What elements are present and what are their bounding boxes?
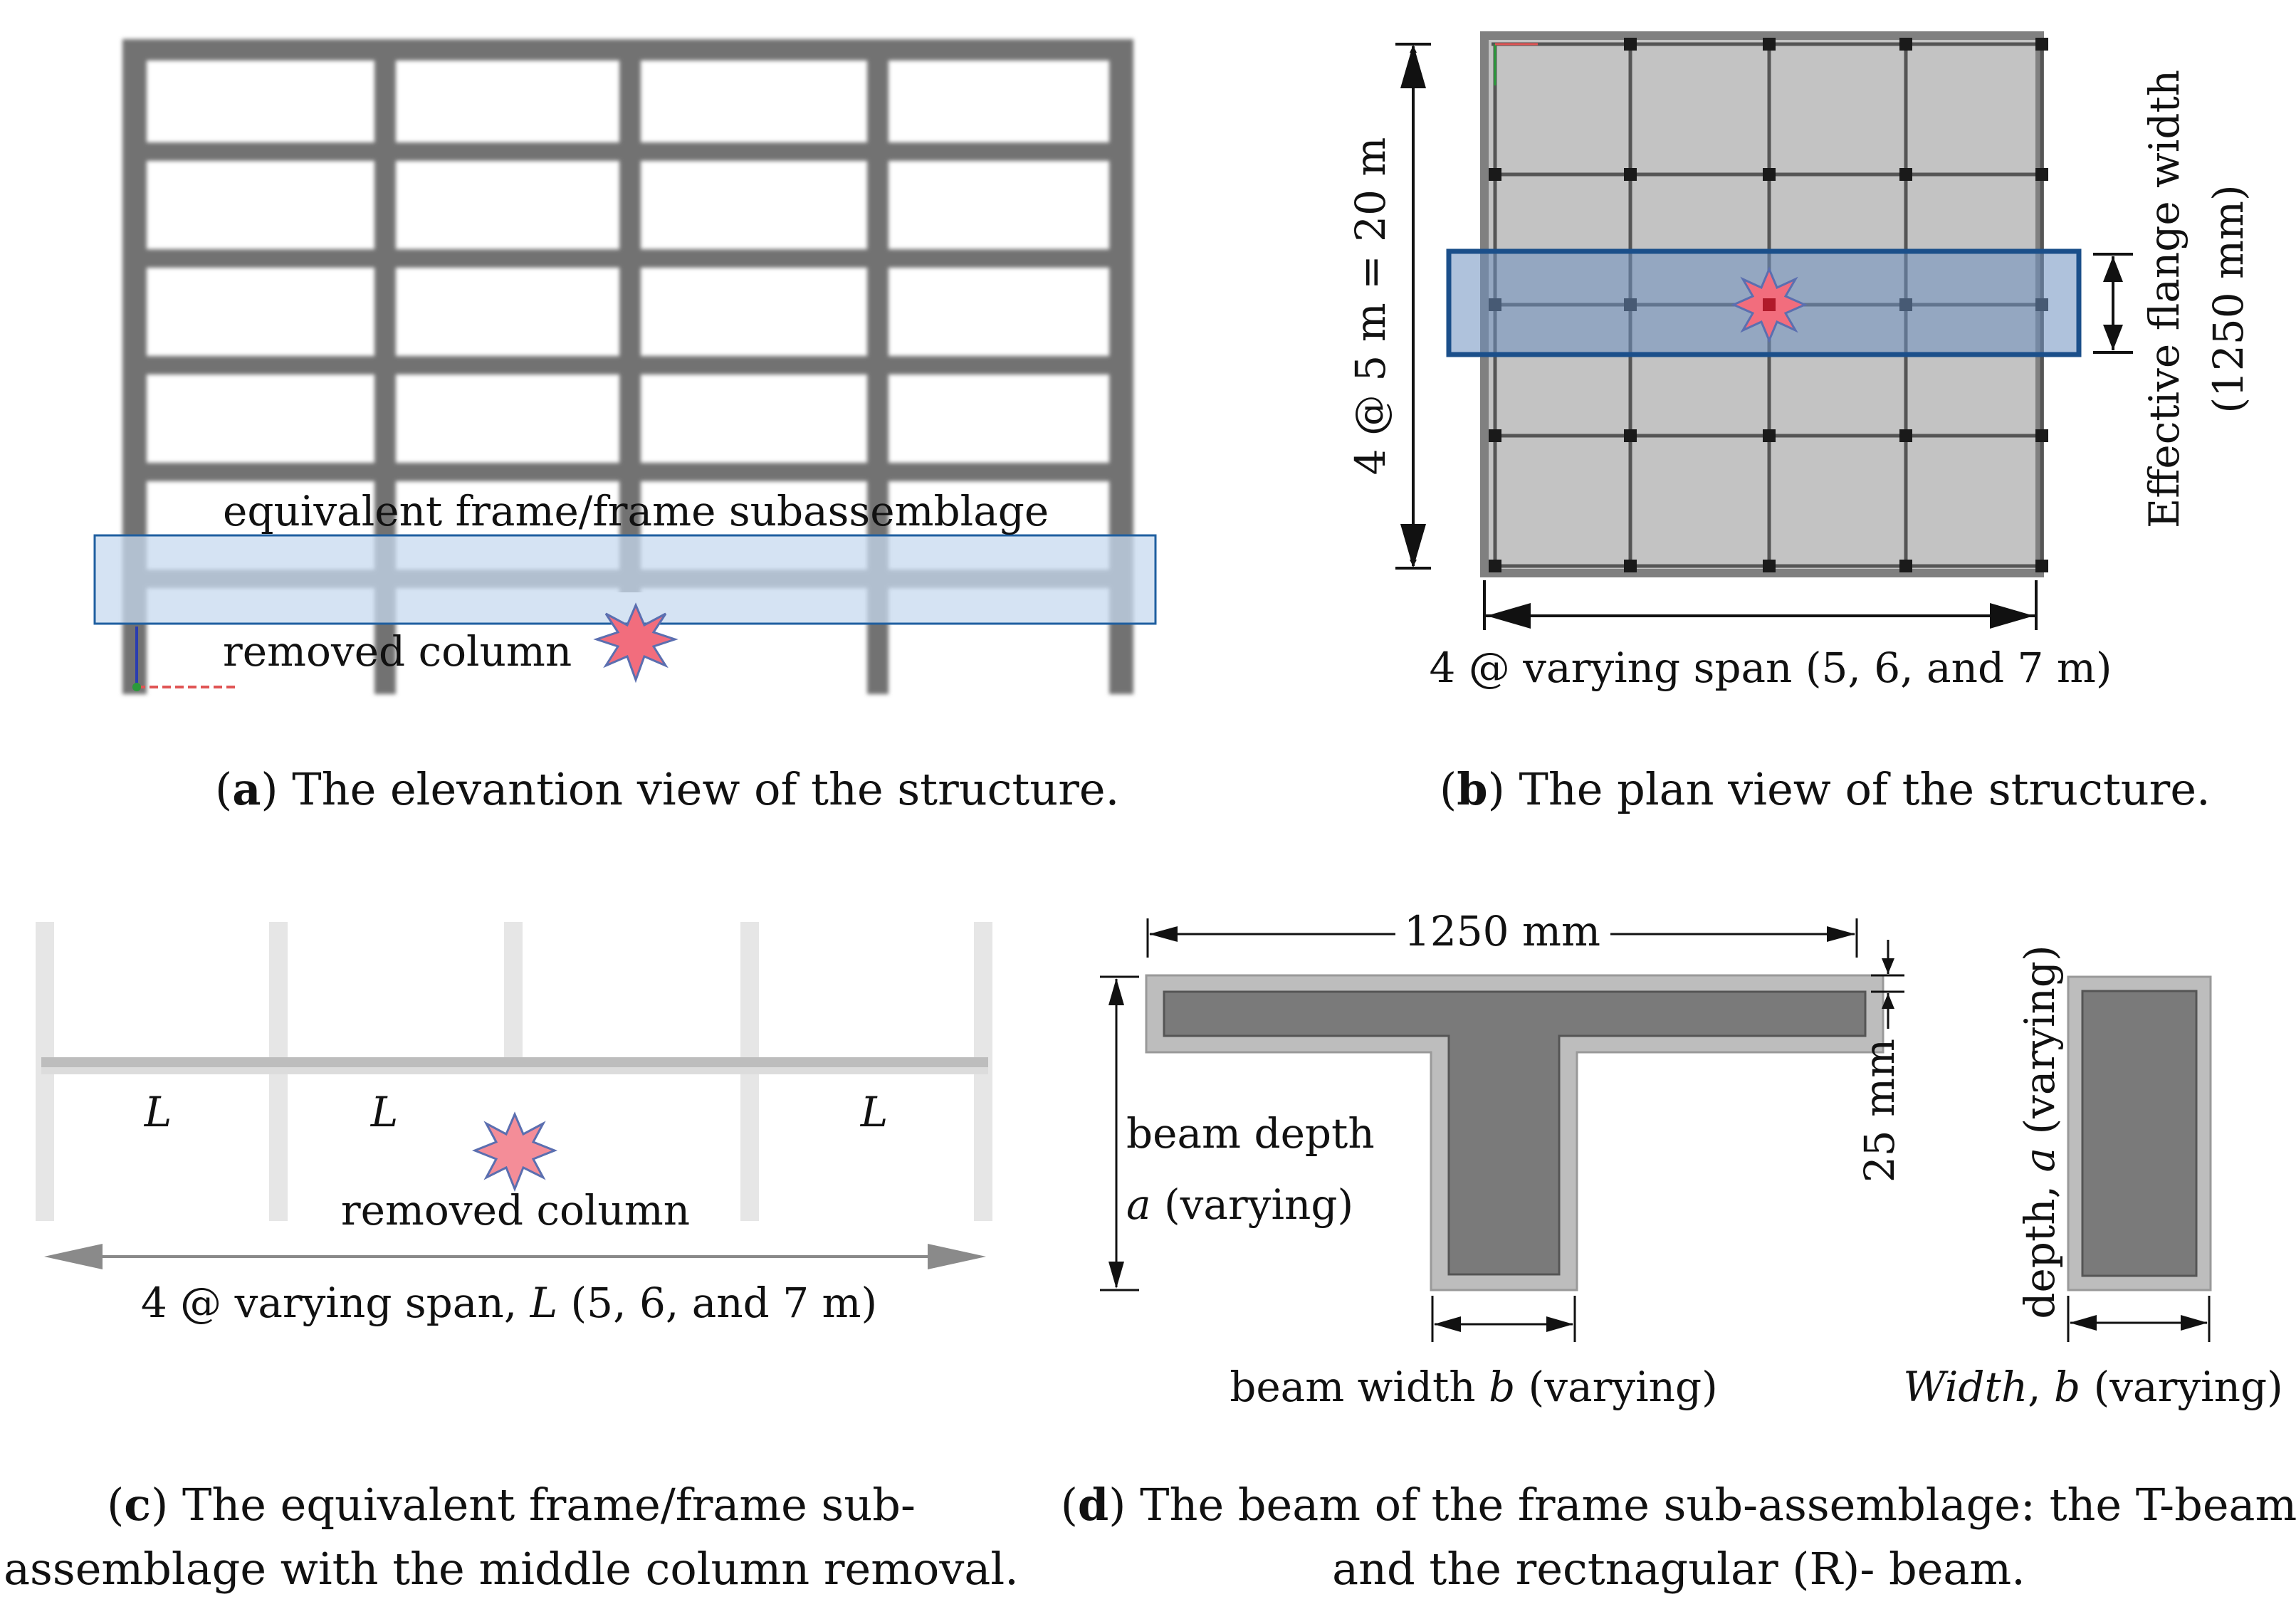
flange-width-label: Effective flange width (2140, 70, 2188, 528)
panel-b-plan: 4 @ 5 m = 20 m 4 @ varying span (5, 6, a… (1346, 31, 2253, 815)
subassemblage-beam (41, 1057, 988, 1067)
beam (122, 39, 1133, 61)
span-label: L (370, 1088, 399, 1136)
explosion-icon (593, 602, 678, 683)
vertical-dim-label: 4 @ 5 m = 20 m (1346, 137, 1395, 476)
r-depth-label: depth, a (varying) (2015, 945, 2064, 1319)
r-width-label: Width, b (varying) (1903, 1363, 2283, 1411)
removed-column-label: removed column (341, 1186, 690, 1235)
t-beam-inner (1163, 990, 1867, 1276)
caption-c-line1: (c) The equivalent frame/frame sub- (107, 1479, 916, 1531)
beam (122, 356, 1133, 374)
depth-label-line2: a (varying) (1126, 1180, 1353, 1229)
flange-width-value: (1250 mm) (2204, 184, 2253, 413)
caption-c-line2: assemblage with the middle column remova… (4, 1543, 1019, 1595)
explosion-icon (471, 1111, 558, 1193)
r-beam-inner (2081, 990, 2198, 1277)
beam (122, 142, 1133, 161)
depth-label-line1: beam depth (1126, 1109, 1375, 1158)
caption-a: (a) The elevantion view of the structure… (215, 763, 1119, 815)
horizontal-dim-label: 4 @ varying span (5, 6, and 7 m) (1430, 644, 2112, 692)
cover-dim-label: 25 mm (1855, 1039, 1904, 1183)
subassemblage-label: equivalent frame/frame subassemblage (223, 487, 1049, 535)
caption-d-line1: (d) The beam of the frame sub-assemblage… (1061, 1479, 2296, 1531)
panel-a-elevation: equivalent frame/frame subassemblage rem… (93, 39, 1157, 815)
subassemblage-highlight (93, 534, 1157, 625)
span-dim-label: 4 @ varying span, L (5, 6, and 7 m) (141, 1279, 877, 1327)
axis-triad-icon (132, 627, 235, 691)
removed-column-label: removed column (223, 627, 572, 676)
plan-axis-triad-icon (1494, 43, 1538, 85)
width-label: beam width b (varying) (1230, 1363, 1718, 1411)
flange-width-dim-label: 1250 mm (1404, 907, 1600, 955)
caption-b: (b) The plan view of the structure. (1440, 763, 2211, 815)
caption-d-line2: and the rectnagular (R)- beam. (1332, 1543, 2025, 1595)
panel-d-sections: 1250 mm 25 mm beam depth a (varying) bea… (1061, 907, 2296, 1595)
beam (122, 463, 1133, 481)
span-label: L (860, 1088, 888, 1136)
beam (122, 249, 1133, 268)
panel-c-subassemblage: L L L removed column 4 @ varying span, L… (4, 922, 1019, 1595)
span-label: L (144, 1088, 172, 1136)
